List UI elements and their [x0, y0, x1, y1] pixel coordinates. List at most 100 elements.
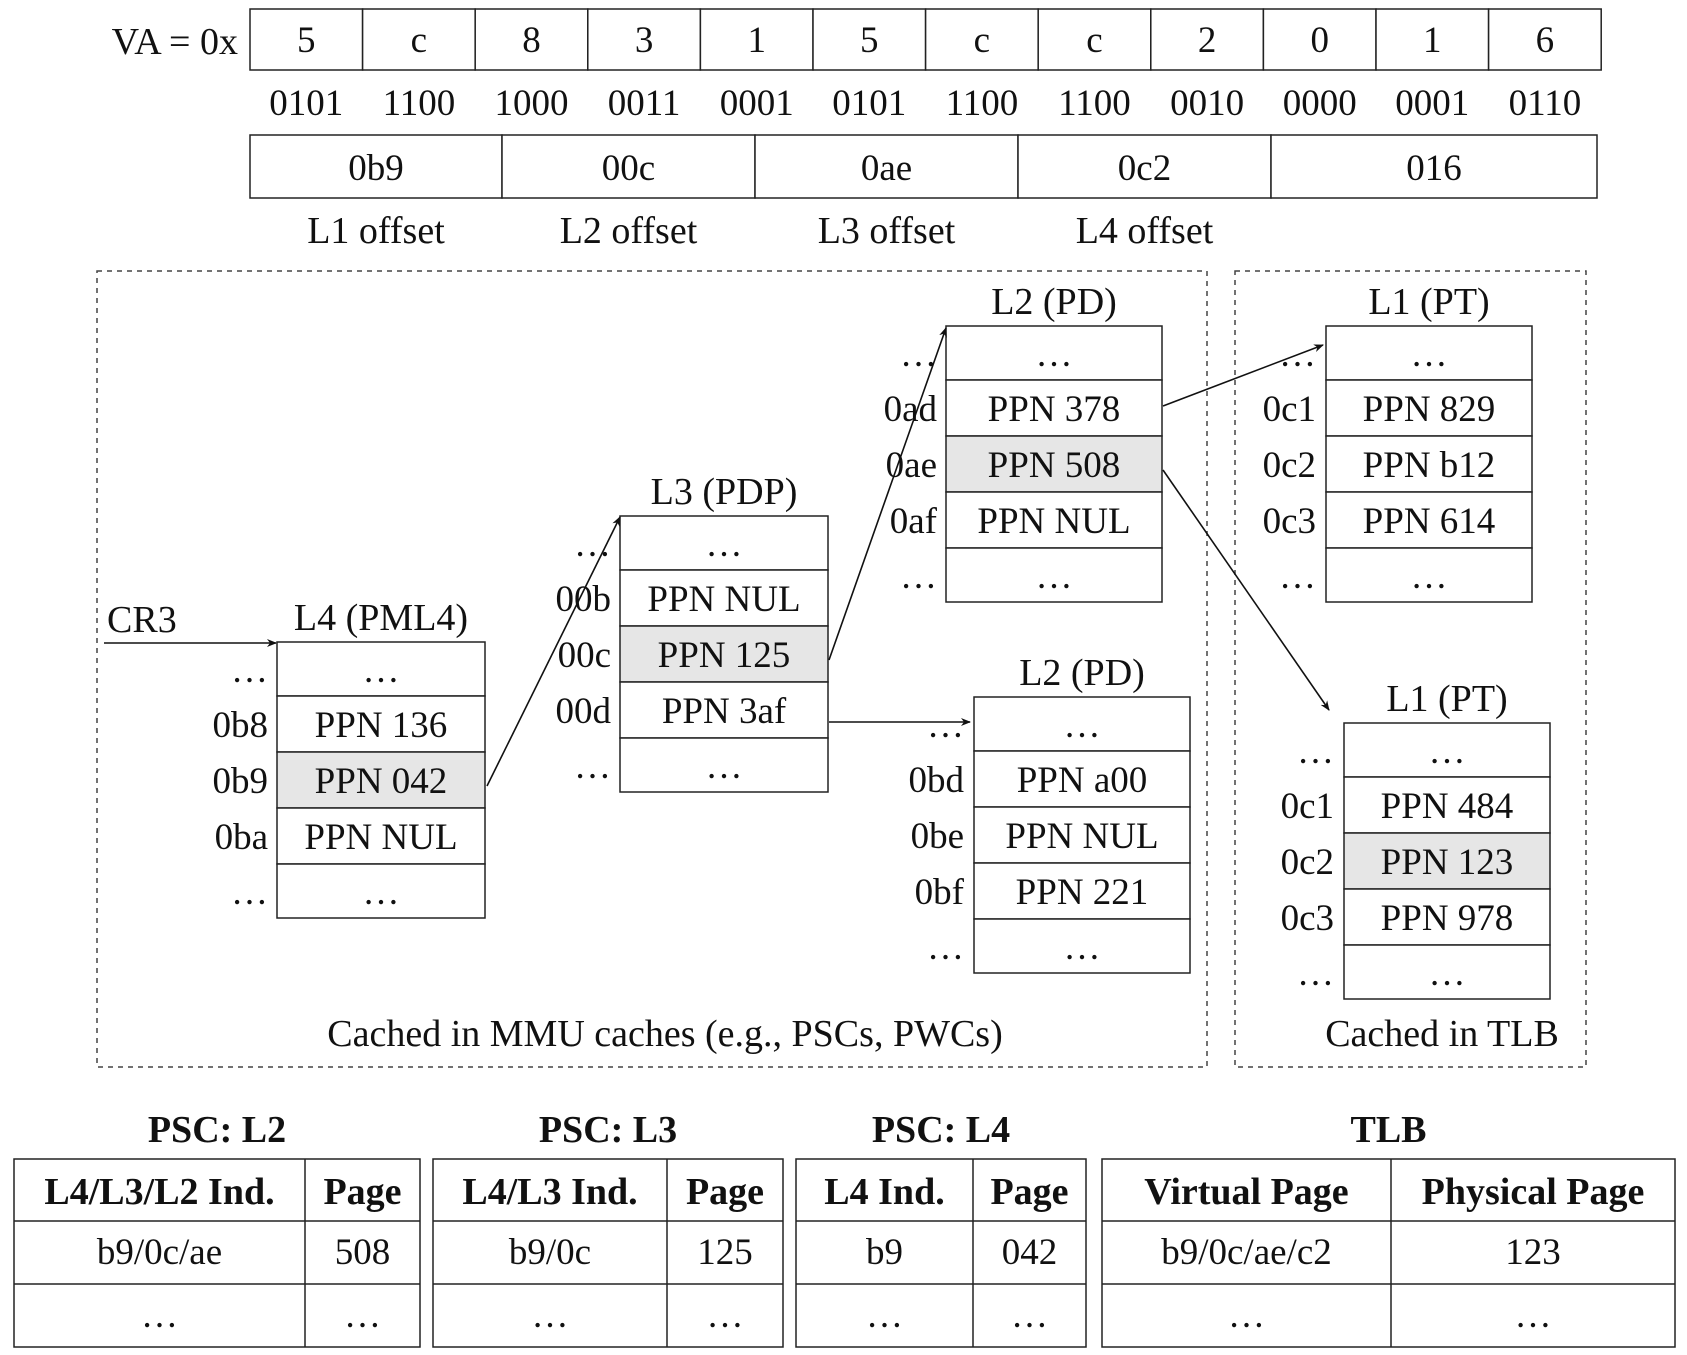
- va-hex-cell: [1487, 8, 1602, 71]
- page-table-entry-text: …: [363, 872, 400, 913]
- va-field-cell: [1270, 134, 1598, 199]
- cache-table-cell: …: [1228, 1295, 1265, 1336]
- page-table-index: 0ba: [215, 817, 268, 858]
- page-table-title: L2 (PD): [1019, 652, 1145, 694]
- page-table-entry-text: PPN a00: [1017, 760, 1148, 801]
- page-table-entry: [1343, 722, 1551, 778]
- page-table-title: L3 (PDP): [651, 471, 798, 513]
- va-field-cell: [501, 134, 756, 199]
- cache-table-frame: [432, 1158, 784, 1348]
- va-hex-cell: [474, 8, 589, 71]
- va-hex-digit: 5: [297, 20, 316, 61]
- mmu-cache-region: [96, 270, 1208, 1068]
- page-table-entry: [973, 750, 1191, 808]
- cache-table-cell: b9: [866, 1232, 903, 1273]
- page-table-entry: [276, 807, 486, 865]
- page-table-entry: [973, 696, 1191, 752]
- page-table-entry-text: …: [1064, 705, 1101, 746]
- va-binary-nibble: 0010: [1170, 83, 1244, 124]
- page-table-index: …: [900, 556, 937, 597]
- page-table-entry: [1325, 547, 1533, 603]
- cache-table-header: L4/L3/L2 Ind.: [44, 1171, 274, 1213]
- va-hex-digit: c: [1086, 20, 1102, 61]
- page-table-entry-selected: [619, 625, 829, 683]
- va-hex-digit: c: [411, 20, 427, 61]
- va-hex-digit: 2: [1198, 20, 1217, 61]
- va-binary-nibble: 0110: [1509, 83, 1582, 124]
- va-hex-cell: [1150, 8, 1265, 71]
- cache-table-cell: …: [344, 1295, 381, 1336]
- va-offset-label: L2 offset: [560, 210, 698, 252]
- va-hex-cell: [1262, 8, 1377, 71]
- page-table-index: 0ae: [886, 445, 937, 486]
- page-table-index: 0c2: [1263, 445, 1316, 486]
- page-table-title: L1 (PT): [1386, 678, 1507, 720]
- va-field-cell: [1017, 134, 1272, 199]
- cache-table-header: Page: [323, 1171, 401, 1213]
- cache-table-cell: 123: [1505, 1232, 1561, 1273]
- page-table-entry-selected: [276, 751, 486, 809]
- va-hex-digit: 1: [747, 20, 766, 61]
- va-binary-nibble: 0011: [608, 83, 681, 124]
- cache-table-cell: 042: [1002, 1232, 1058, 1273]
- page-table-entry: [276, 863, 486, 919]
- page-table-entry-text: PPN b12: [1363, 445, 1496, 486]
- page-table-entry-text: PPN NUL: [1005, 816, 1158, 857]
- va-field-value: 0c2: [1118, 148, 1171, 189]
- page-table-index: 0b9: [213, 761, 269, 802]
- va-field-value: 00c: [602, 148, 655, 189]
- va-binary-nibble: 1100: [946, 83, 1019, 124]
- page-table-entry-text: …: [363, 650, 400, 691]
- page-table-entry: [973, 918, 1191, 974]
- page-table-entry: [1325, 325, 1533, 381]
- page-table-entry-text: PPN 3af: [662, 691, 787, 732]
- page-table-index: 0bf: [915, 872, 965, 913]
- page-table-entry-text: …: [1064, 927, 1101, 968]
- page-table-index: …: [574, 524, 611, 565]
- page-table-title: L1 (PT): [1368, 281, 1489, 323]
- cache-table-header: Page: [990, 1171, 1068, 1213]
- page-table-entry-selected: [945, 435, 1163, 493]
- page-table-entry-text: PPN 614: [1363, 501, 1496, 542]
- page-table-entry-text: PPN 829: [1363, 389, 1496, 430]
- page-table-index: 0af: [890, 501, 938, 542]
- page-table-index: …: [1297, 953, 1334, 994]
- page-table-entry: [1325, 379, 1533, 437]
- page-table-title: L2 (PD): [991, 281, 1117, 323]
- va-hex-digit: 3: [635, 20, 654, 61]
- page-table-entry: [1325, 435, 1533, 493]
- page-table-entry: [619, 569, 829, 627]
- page-table-entry-text: PPN 136: [315, 705, 448, 746]
- arrow-l2a-to-l1a: [1162, 344, 1324, 407]
- page-table-index: …: [900, 334, 937, 375]
- va-offset-label: L3 offset: [818, 210, 956, 252]
- mmu-cache-label: Cached in MMU caches (e.g., PSCs, PWCs): [327, 1013, 1002, 1055]
- cache-table-header: L4/L3 Ind.: [462, 1171, 637, 1213]
- cache-table-title: PSC: L2: [148, 1109, 286, 1151]
- page-table-entry-text: PPN 978: [1381, 898, 1514, 939]
- page-table-index: …: [927, 705, 964, 746]
- page-table-index: …: [231, 650, 268, 691]
- page-table-index: …: [574, 746, 611, 787]
- cache-table-title: TLB: [1350, 1109, 1426, 1151]
- page-table-index: 0bd: [909, 760, 965, 801]
- va-hex-digit: 0: [1310, 20, 1329, 61]
- page-table-entry-text: …: [1411, 334, 1448, 375]
- page-table-entry: [619, 681, 829, 739]
- page-table-entry-text: PPN NUL: [647, 579, 800, 620]
- va-binary-nibble: 1000: [495, 83, 569, 124]
- page-table-index: 0ad: [884, 389, 938, 430]
- page-table-index: 0c3: [1281, 898, 1334, 939]
- walk-arrows: [486, 327, 1330, 787]
- page-table-index: 00d: [556, 691, 612, 732]
- cr3-label: CR3: [107, 599, 177, 641]
- page-table-index: …: [1297, 731, 1334, 772]
- page-table-entry: [276, 695, 486, 753]
- cache-table-cell: b9/0c/ae: [97, 1232, 222, 1273]
